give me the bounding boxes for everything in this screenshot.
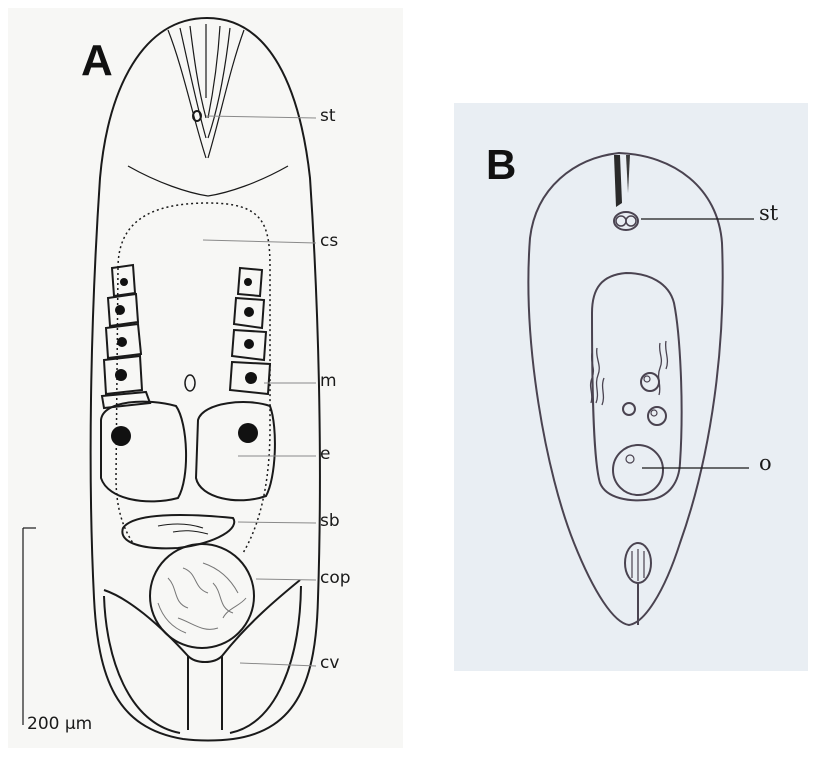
oocyte xyxy=(641,373,659,391)
right-egg xyxy=(196,402,275,500)
pharynx-lines xyxy=(128,24,288,196)
large-oocyte xyxy=(613,445,663,495)
nucleus xyxy=(115,369,127,381)
oocyte xyxy=(648,407,666,425)
oocyte xyxy=(623,403,635,415)
label-cv: cv xyxy=(320,653,339,673)
nucleus xyxy=(117,337,127,347)
frontal-organ xyxy=(614,155,622,207)
label-o: o xyxy=(759,451,772,475)
label-sb: sb xyxy=(320,511,340,531)
copulatory-valves xyxy=(104,580,301,733)
label-e: e xyxy=(320,444,330,464)
nucleus xyxy=(244,307,254,317)
label-m: m xyxy=(320,371,337,391)
left-cell-row xyxy=(102,265,150,408)
copulatory-texture xyxy=(158,563,246,633)
right-wavy xyxy=(659,341,668,395)
scale-bar-label: 200 µm xyxy=(27,714,92,734)
panel-a: A st cs m e sb cop cv 200 µm xyxy=(8,8,403,748)
nucleus xyxy=(120,278,128,286)
label-cop: cop xyxy=(320,568,351,588)
nucleus xyxy=(244,339,254,349)
left-egg xyxy=(101,402,186,502)
inner-cavity xyxy=(592,273,682,500)
panel-a-drawing xyxy=(8,8,403,748)
panel-b: B st o xyxy=(454,103,808,671)
panel-b-letter: B xyxy=(486,141,516,189)
nucleus xyxy=(115,305,125,315)
panel-a-letter: A xyxy=(81,36,113,86)
mouth xyxy=(185,375,195,391)
egg-nucleus xyxy=(238,423,258,443)
egg-nucleus xyxy=(111,426,131,446)
nucleus xyxy=(245,372,257,384)
nucleus xyxy=(244,278,252,286)
label-cs: cs xyxy=(320,231,338,251)
label-st: st xyxy=(320,106,336,126)
label-st: st xyxy=(759,201,778,225)
